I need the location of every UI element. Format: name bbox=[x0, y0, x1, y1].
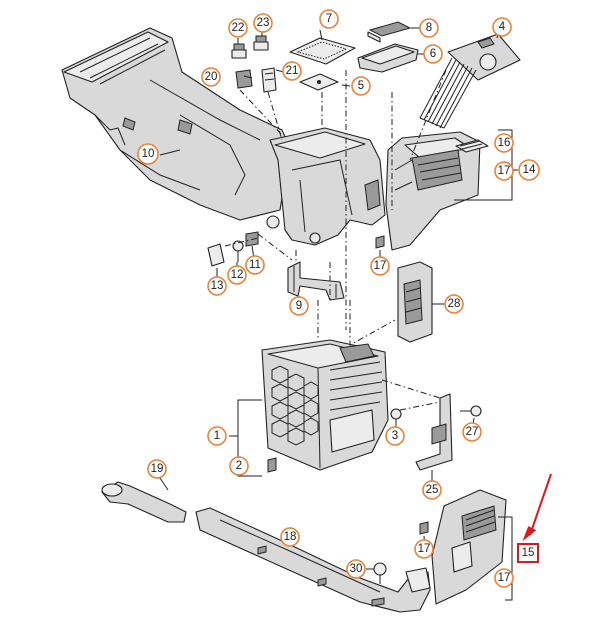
callout-28: 28 bbox=[444, 294, 464, 314]
part-28-panel bbox=[397, 261, 433, 343]
callout-17-lower: 17 bbox=[414, 539, 434, 559]
callout-30: 30 bbox=[346, 559, 366, 579]
callout-27: 27 bbox=[462, 422, 482, 442]
part-23-clip bbox=[253, 35, 269, 51]
callout-11: 11 bbox=[245, 255, 265, 275]
part-19-air-duct bbox=[101, 481, 187, 523]
callout-7: 7 bbox=[319, 9, 339, 29]
svg-text:1: 1 bbox=[214, 430, 220, 442]
svg-text:12: 12 bbox=[231, 269, 244, 281]
part-18-air-duct bbox=[195, 507, 431, 613]
svg-text:27: 27 bbox=[466, 426, 479, 438]
callout-9: 9 bbox=[289, 296, 309, 316]
svg-text:22: 22 bbox=[232, 22, 245, 34]
svg-text:17: 17 bbox=[498, 572, 511, 584]
svg-text:30: 30 bbox=[350, 563, 363, 575]
callout-13: 13 bbox=[207, 276, 227, 296]
part-15-rear-vent bbox=[431, 489, 507, 605]
part-27-screw bbox=[460, 405, 482, 417]
part-17-clip-lower bbox=[419, 521, 429, 535]
part-21-switch bbox=[261, 67, 277, 93]
part-7-mat bbox=[289, 37, 356, 65]
center-console-body bbox=[269, 127, 386, 246]
part-30-screw bbox=[373, 562, 387, 584]
highlight-box bbox=[517, 543, 539, 563]
callout-23: 23 bbox=[253, 13, 273, 33]
svg-text:14: 14 bbox=[523, 164, 536, 176]
part-14-rear-vent-housing bbox=[385, 131, 481, 251]
callout-1: 1 bbox=[207, 426, 227, 446]
part-16-insert bbox=[455, 139, 489, 153]
part-20-switch bbox=[235, 69, 253, 89]
svg-text:2: 2 bbox=[236, 460, 242, 472]
callout-4: 4 bbox=[492, 17, 512, 37]
callout-18: 18 bbox=[280, 527, 300, 547]
svg-text:17: 17 bbox=[418, 543, 431, 555]
callout-5: 5 bbox=[351, 76, 371, 96]
svg-text:13: 13 bbox=[211, 280, 224, 292]
callout-17-console: 17 bbox=[370, 256, 390, 276]
svg-text:6: 6 bbox=[430, 48, 436, 60]
part-10-console-upper bbox=[61, 27, 291, 229]
callout-19: 19 bbox=[147, 459, 167, 479]
svg-text:10: 10 bbox=[142, 148, 155, 160]
callout-12: 12 bbox=[227, 265, 247, 285]
svg-text:25: 25 bbox=[426, 484, 439, 496]
part-2-clip bbox=[267, 457, 277, 473]
svg-text:19: 19 bbox=[151, 463, 164, 475]
part-4-vent-panel bbox=[419, 33, 521, 129]
svg-text:17: 17 bbox=[374, 260, 387, 272]
svg-text:16: 16 bbox=[498, 137, 511, 149]
svg-text:4: 4 bbox=[499, 21, 506, 33]
svg-text:20: 20 bbox=[205, 71, 218, 83]
svg-text:17: 17 bbox=[498, 165, 511, 177]
callout-14: 14 bbox=[518, 159, 540, 181]
svg-text:8: 8 bbox=[426, 22, 432, 34]
callout-17-bottom-right: 17 bbox=[494, 568, 514, 588]
callout-20: 20 bbox=[201, 67, 221, 87]
part-6-tray bbox=[357, 43, 419, 73]
callout-8: 8 bbox=[419, 18, 439, 38]
part-13-cap bbox=[207, 243, 225, 267]
part-8-cover bbox=[367, 21, 412, 43]
svg-text:23: 23 bbox=[257, 17, 270, 29]
callout-6: 6 bbox=[423, 44, 443, 64]
highlight-arrow bbox=[522, 473, 552, 542]
callout-21: 21 bbox=[282, 61, 302, 81]
part-9-bracket bbox=[287, 261, 345, 301]
svg-text:15: 15 bbox=[522, 547, 535, 559]
part-1-storage-box bbox=[261, 339, 389, 471]
callout-25: 25 bbox=[422, 480, 442, 500]
svg-text:7: 7 bbox=[326, 13, 332, 25]
callout-22: 22 bbox=[228, 18, 248, 38]
callout-3: 3 bbox=[385, 426, 405, 446]
callout-10: 10 bbox=[137, 143, 159, 165]
part-5-pad bbox=[299, 73, 339, 91]
part-22-clip bbox=[231, 43, 247, 59]
part-25-bracket bbox=[415, 393, 453, 471]
svg-text:5: 5 bbox=[358, 80, 364, 92]
callout-16: 16 bbox=[494, 133, 514, 153]
part-17-clip-upper bbox=[375, 235, 385, 249]
svg-text:9: 9 bbox=[296, 300, 302, 312]
callout-17-upper-right: 17 bbox=[494, 161, 514, 181]
svg-text:21: 21 bbox=[286, 65, 299, 77]
svg-text:28: 28 bbox=[448, 298, 461, 310]
svg-text:3: 3 bbox=[392, 430, 398, 442]
callout-15-highlighted[interactable]: 15 bbox=[517, 543, 539, 563]
svg-text:18: 18 bbox=[284, 531, 297, 543]
callout-2: 2 bbox=[229, 456, 249, 476]
part-12-screw bbox=[232, 240, 244, 262]
svg-text:11: 11 bbox=[249, 259, 261, 271]
